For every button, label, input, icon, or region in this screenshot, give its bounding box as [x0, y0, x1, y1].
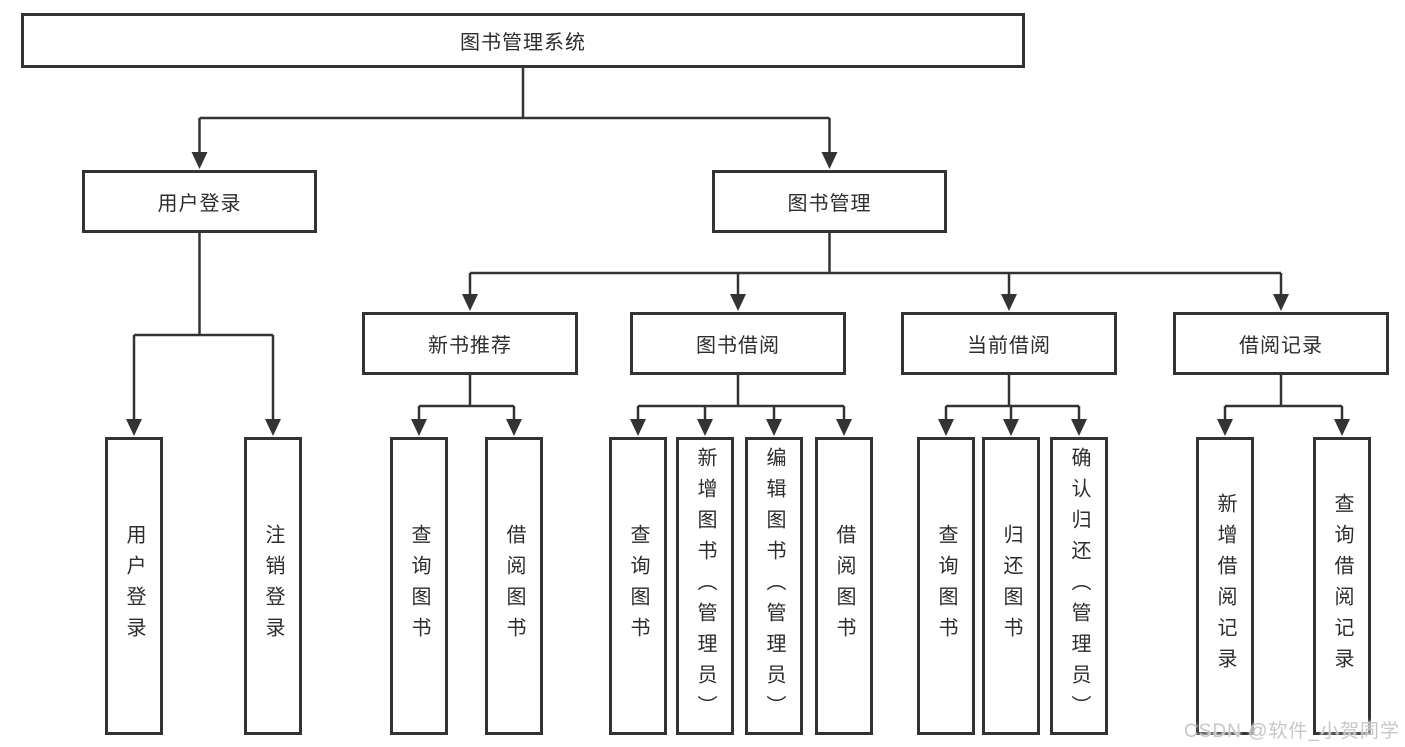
leaf-recommend-borrow-book-label: 借阅图书 — [503, 524, 525, 648]
leaf-borrow-add-book-admin-label: 新增图书（管理员） — [694, 446, 716, 726]
leaf-recommend-borrow-book: 借阅图书 — [485, 437, 543, 735]
leaf-user-login: 用户登录 — [105, 437, 163, 735]
leaf-record-add: 新增借阅记录 — [1196, 437, 1254, 735]
node-root-label: 图书管理系统 — [460, 32, 586, 54]
leaf-recommend-query-book: 查询图书 — [390, 437, 448, 735]
node-user-login-branch: 用户登录 — [82, 170, 317, 233]
leaf-current-query-book: 查询图书 — [917, 437, 975, 735]
leaf-user-login-label: 用户登录 — [123, 524, 145, 648]
node-new-book-recommend-label: 新书推荐 — [428, 335, 512, 357]
leaf-record-query: 查询借阅记录 — [1313, 437, 1371, 735]
leaf-recommend-query-book-label: 查询图书 — [408, 524, 430, 648]
leaf-borrow-add-book-admin: 新增图书（管理员） — [676, 437, 734, 735]
leaf-logout: 注销登录 — [244, 437, 302, 735]
connector-paths — [132, 68, 1344, 419]
leaf-current-confirm-return-admin: 确认归还（管理员） — [1050, 437, 1108, 735]
node-user-login-branch-label: 用户登录 — [157, 193, 242, 215]
leaf-record-query-label: 查询借阅记录 — [1331, 493, 1353, 679]
leaf-borrow-edit-book-admin: 编辑图书（管理员） — [745, 437, 803, 735]
leaf-logout-label: 注销登录 — [262, 524, 284, 648]
csdn-watermark: CSDN @软件_小贺同学 — [1184, 721, 1400, 742]
leaf-borrow-edit-book-admin-label: 编辑图书（管理员） — [763, 446, 785, 726]
node-new-book-recommend: 新书推荐 — [362, 312, 578, 375]
leaf-borrow-borrow-book-label: 借阅图书 — [833, 524, 855, 648]
leaf-current-return-book-label: 归还图书 — [1000, 524, 1022, 648]
node-current-borrow-label: 当前借阅 — [967, 335, 1051, 357]
leaf-borrow-query-book: 查询图书 — [609, 437, 667, 735]
node-book-management-branch: 图书管理 — [712, 170, 947, 233]
node-book-borrow-label: 图书借阅 — [696, 335, 780, 357]
leaf-current-query-book-label: 查询图书 — [935, 524, 957, 648]
node-root: 图书管理系统 — [21, 13, 1025, 68]
leaf-current-return-book: 归还图书 — [982, 437, 1040, 735]
node-borrow-record-label: 借阅记录 — [1239, 335, 1323, 357]
node-book-borrow: 图书借阅 — [630, 312, 846, 375]
node-book-management-branch-label: 图书管理 — [787, 193, 872, 215]
leaf-borrow-borrow-book: 借阅图书 — [815, 437, 873, 735]
node-current-borrow: 当前借阅 — [901, 312, 1117, 375]
leaf-current-confirm-return-admin-label: 确认归还（管理员） — [1068, 446, 1090, 726]
leaf-borrow-query-book-label: 查询图书 — [627, 524, 649, 648]
node-borrow-record: 借阅记录 — [1173, 312, 1389, 375]
leaf-record-add-label: 新增借阅记录 — [1214, 493, 1236, 679]
